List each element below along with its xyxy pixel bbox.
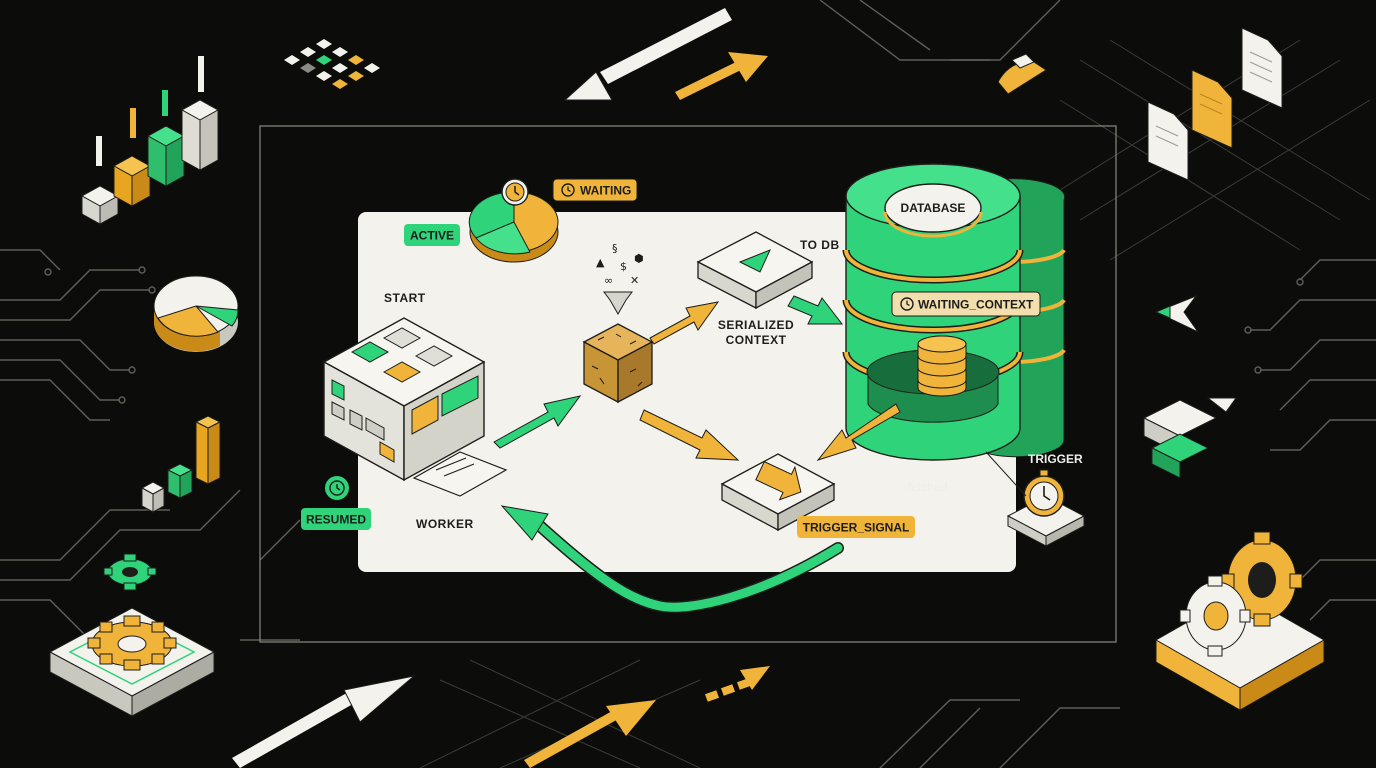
arrow-cube-to-trigger [639, 409, 740, 461]
svg-text:∞: ∞ [604, 274, 613, 287]
clock-icon [900, 297, 914, 311]
pie-chart-icon [153, 275, 239, 352]
resumed-status: RESUMED [301, 476, 371, 530]
arrow-context-to-db [787, 295, 844, 325]
status-pie-chart [468, 178, 559, 263]
trigger-signal-badge: TRIGGER_SIGNAL [797, 516, 915, 538]
bar-chart-icon [140, 415, 222, 513]
block-icon [1142, 397, 1237, 479]
arrow-cube-to-context [649, 301, 720, 345]
waiting-label: WAITING [580, 184, 631, 198]
cube-icon [582, 323, 654, 404]
trigger-label: TRIGGER [1028, 452, 1083, 466]
active-label: ACTIVE [410, 229, 454, 243]
svg-text:⬢: ⬢ [634, 252, 644, 265]
waiting-badge: WAITING [552, 178, 638, 202]
svg-text:▲: ▲ [596, 256, 605, 269]
svg-text:$: $ [620, 260, 627, 273]
arrow-icon [232, 666, 770, 768]
waiting-context-label: WAITING_CONTEXT [918, 298, 1034, 312]
to-db-label: TO DB [800, 238, 840, 252]
arrow-worker-to-cube [493, 395, 582, 449]
flow-arrows [493, 295, 901, 614]
outer-frame [259, 125, 1117, 643]
waiting-context-badge: WAITING_CONTEXT [891, 291, 1041, 317]
resumed-label: RESUMED [306, 513, 366, 527]
funnel-arrow [603, 291, 633, 316]
trigger-signal-label: TRIGGER_SIGNAL [803, 521, 910, 535]
bar-chart-icon [80, 56, 220, 225]
clock-icon [329, 480, 345, 496]
gear-icon [48, 553, 216, 717]
stopwatch-icon [985, 451, 1086, 547]
serialized-context-node [696, 231, 814, 310]
active-badge: ACTIVE [404, 224, 460, 246]
svg-text:✕: ✕ [630, 274, 639, 287]
database-label: DATABASE [901, 201, 966, 215]
serialized-label: SERIALIZED [718, 318, 794, 332]
fetched-label: fetched [908, 480, 947, 494]
context-label: CONTEXT [726, 333, 787, 347]
worker-node [322, 317, 508, 497]
svg-text:§: § [612, 242, 618, 255]
trigger-signal-node [720, 453, 836, 532]
arrow-icon [563, 8, 768, 101]
start-label: START [384, 291, 426, 305]
gear-icon [1154, 531, 1326, 711]
document-icon [1147, 27, 1283, 181]
symbol-particles: §$ ▲ ⬢ ✕ ∞ [596, 242, 644, 287]
pie-chart-icon [997, 53, 1047, 95]
worker-label: WORKER [416, 517, 474, 531]
clock-icon [561, 183, 575, 197]
arrow-icon [1154, 294, 1200, 334]
tile-pattern [284, 39, 380, 89]
arrow-db-to-trigger [816, 403, 901, 461]
